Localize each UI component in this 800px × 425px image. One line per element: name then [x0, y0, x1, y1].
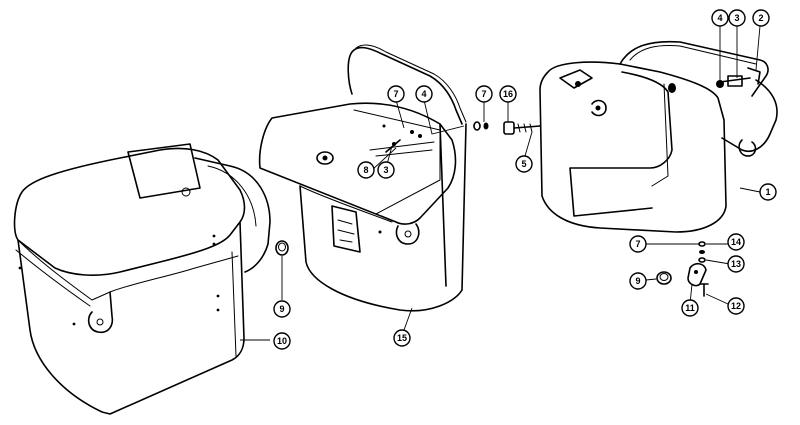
callout-4b: 4 — [415, 85, 433, 103]
callout-7a: 7 — [387, 85, 405, 103]
svg-text:10: 10 — [277, 336, 287, 346]
loose-parts — [275, 121, 709, 297]
callout-9b: 9 — [273, 300, 291, 318]
svg-text:3: 3 — [383, 165, 388, 175]
svg-text:4: 4 — [421, 89, 426, 99]
leader-lines — [240, 25, 761, 341]
center-saddlebag — [258, 44, 467, 312]
svg-text:5: 5 — [521, 159, 526, 169]
svg-text:1: 1 — [765, 187, 770, 197]
callout-8: 8 — [357, 161, 375, 179]
svg-text:4: 4 — [717, 13, 722, 23]
svg-text:9: 9 — [279, 304, 284, 314]
callout-10: 10 — [273, 332, 291, 350]
callout-1: 1 — [759, 183, 777, 201]
svg-text:13: 13 — [731, 259, 741, 269]
callout-14: 14 — [727, 233, 745, 251]
callout-2: 2 — [752, 9, 770, 27]
svg-text:7: 7 — [393, 89, 398, 99]
svg-text:12: 12 — [731, 301, 741, 311]
svg-text:9: 9 — [635, 276, 640, 286]
svg-text:7: 7 — [481, 89, 486, 99]
callout-7b: 7 — [475, 85, 493, 103]
svg-text:3: 3 — [734, 13, 739, 23]
svg-text:16: 16 — [503, 89, 513, 99]
callout-12: 12 — [727, 297, 745, 315]
callout-15: 15 — [393, 329, 411, 347]
right-saddlebag — [539, 40, 778, 233]
callout-13: 13 — [727, 255, 745, 273]
callout-3a: 3 — [728, 9, 746, 27]
svg-text:2: 2 — [758, 13, 763, 23]
svg-text:15: 15 — [397, 333, 407, 343]
left-saddlebag — [13, 143, 271, 415]
callout-4a: 4 — [711, 9, 729, 27]
svg-text:11: 11 — [685, 303, 695, 313]
svg-text:7: 7 — [635, 239, 640, 249]
callout-5: 5 — [515, 155, 533, 173]
callout-9a: 9 — [629, 272, 647, 290]
callout-11: 11 — [681, 299, 699, 317]
callout-3b: 3 — [377, 161, 395, 179]
callout-7c: 7 — [629, 235, 647, 253]
svg-text:8: 8 — [363, 165, 368, 175]
svg-text:14: 14 — [731, 237, 741, 247]
callout-16: 16 — [499, 85, 517, 103]
